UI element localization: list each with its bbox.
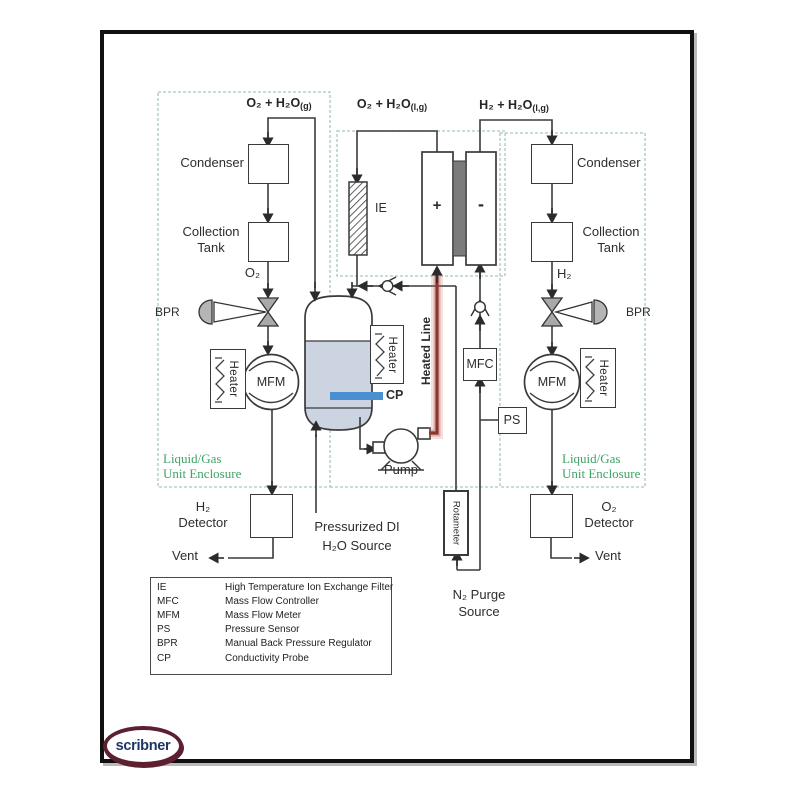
condenser-label-left: Condenser	[180, 155, 244, 170]
cathode-polarity-label: -	[478, 194, 484, 214]
vent-label-right: Vent	[595, 548, 622, 563]
legend-box	[150, 577, 392, 675]
flow-arrows	[208, 130, 590, 566]
legend-abbr: MFM	[157, 610, 180, 621]
heater-box-center: Heater	[370, 325, 404, 384]
right-enclosure-outline	[499, 132, 646, 488]
page-border	[100, 30, 694, 763]
conductivity-probe-bar	[330, 392, 383, 400]
legend-desc: Mass Flow Controller	[225, 596, 319, 607]
membrane	[452, 160, 467, 257]
legend-desc: Pressure Sensor	[225, 624, 300, 635]
mfc-box	[463, 348, 497, 381]
legend-desc: Mass Flow Meter	[225, 610, 302, 621]
stream-label-right: H₂ + H₂O(l,g)	[479, 98, 549, 113]
collection-tank-label-left: Collection Tank	[182, 224, 240, 255]
mfc-label: MFC	[466, 357, 494, 371]
mfm-label-left: MFM	[256, 375, 286, 389]
check-valve-to-tank	[378, 276, 397, 296]
rotameter-box	[443, 490, 469, 556]
center-enclosure-outline	[336, 130, 506, 277]
legend-desc: High Temperature Ion Exchange Filter	[225, 582, 394, 593]
legend-abbr: CP	[157, 653, 171, 664]
bpr-label-right: BPR	[626, 305, 651, 319]
collection-tank-label-right: Collection Tank	[582, 224, 640, 255]
anode-polarity-label: +	[432, 197, 442, 214]
h2-stream-label: H₂	[557, 266, 572, 281]
mfm-symbol-right	[523, 353, 581, 411]
bpr-label-left: BPR	[155, 305, 180, 319]
ion-exchange-filter	[348, 181, 368, 256]
mfm-label-right: MFM	[537, 375, 567, 389]
stream-label-center: O₂ + H₂O(l,g)	[356, 97, 428, 112]
heater-coil-icon	[375, 333, 385, 379]
condenser-box-right	[531, 144, 573, 184]
bpr-valve-right	[540, 297, 608, 327]
heated-line-pipe	[429, 265, 443, 439]
heater-box-left: Heater	[210, 349, 246, 409]
enclosure-label-left: Liquid/Gas Unit Enclosure	[163, 451, 242, 481]
scribner-logo-text: scribner	[115, 738, 171, 754]
condenser-label-right: Condenser	[577, 155, 641, 170]
anode-plate	[421, 151, 454, 266]
ie-label: IE	[375, 201, 387, 215]
o2-stream-label: O₂	[244, 265, 260, 280]
n2-purge-label: N₂ Purge Source	[452, 587, 506, 619]
collection-tank-box-left	[248, 222, 289, 262]
stream-label-left: O₂ + H₂O(g)	[246, 96, 312, 111]
heater-coil-icon	[585, 356, 595, 402]
left-enclosure-outline	[157, 91, 331, 488]
heater-box-right: Heater	[580, 348, 616, 408]
h2-detector-label: H₂ Detector	[178, 499, 228, 530]
bpr-valve-left	[198, 297, 280, 327]
scribner-logo: scribner	[103, 726, 183, 766]
condenser-box-left	[248, 144, 289, 184]
pump-label: Pump	[384, 462, 418, 477]
o2-detector-label: O₂ Detector	[584, 499, 634, 530]
ps-box	[498, 407, 527, 434]
electrolyzer-cell	[421, 151, 497, 266]
h2-detector-box	[250, 494, 293, 538]
legend-abbr: MFC	[157, 596, 179, 607]
check-valve-to-cathode	[470, 299, 490, 317]
collection-tank-box-right	[531, 222, 573, 262]
vent-label-left: Vent	[172, 548, 199, 563]
ps-label: PS	[503, 413, 521, 427]
o2-detector-box	[530, 494, 573, 538]
enclosure-outlines	[157, 91, 646, 488]
cp-label: CP	[386, 388, 404, 402]
legend-desc: Manual Back Pressure Regulator	[225, 638, 372, 649]
legend-desc: Conductivity Probe	[225, 653, 309, 664]
di-source-label: Pressurized DI H₂O Source	[314, 519, 400, 553]
enclosure-label-right: Liquid/Gas Unit Enclosure	[562, 451, 641, 481]
legend-abbr: PS	[157, 624, 171, 635]
heater-coil-icon	[215, 357, 225, 403]
legend-abbr: BPR	[157, 638, 178, 649]
legend-abbr: IE	[157, 582, 167, 593]
